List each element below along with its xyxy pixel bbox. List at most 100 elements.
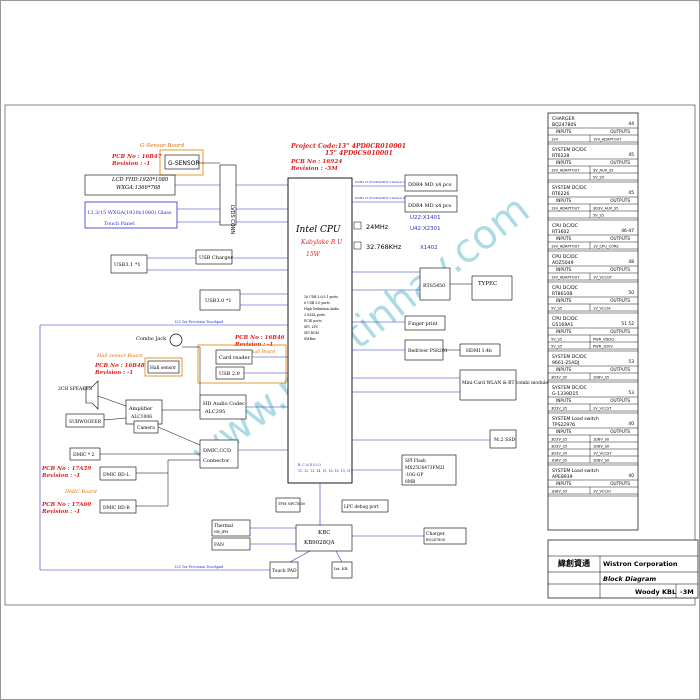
power-output: 1V_VCCST <box>593 452 612 456</box>
spi-flash-chip: MX25U6473FM2I <box>405 466 445 471</box>
power-output: 3D3V_AUX_S5 <box>593 207 619 211</box>
panel-label: 13.3/15 WXGA(1920x1080) Glass <box>87 209 172 216</box>
combo-jack-label: Combo Jack <box>136 336 167 342</box>
inputs-header: INPUTS <box>556 198 572 203</box>
revision: -3M <box>680 588 694 596</box>
power-input: 19V_ADAPTOUT <box>551 245 580 249</box>
power-output: PWR_1D0V <box>593 345 613 349</box>
power-section-title: CHARGER <box>552 116 575 122</box>
svg-text:6 USB 3.0 ports: 6 USB 3.0 ports <box>304 301 330 305</box>
hd-audio-label: HD Audio Codec <box>203 401 245 407</box>
redriver-label: Redriver PS8201 <box>408 348 448 354</box>
camera-label: Camera <box>137 425 155 431</box>
hdmi-label: HDMI 1.4b <box>466 348 492 354</box>
inputs-header: INPUTS <box>556 129 572 134</box>
amplifier-label: Amplifier <box>128 406 153 412</box>
power-section-title: CPU DC/DC <box>552 316 578 322</box>
usb30-box <box>199 289 241 311</box>
inputs-header: INPUTS <box>556 329 572 334</box>
kbc-box <box>295 524 353 552</box>
power-input: 19V_ADAPTOUT <box>551 169 580 173</box>
power-output: PWR_VDDQ <box>593 338 614 342</box>
gsensor-board-outline <box>159 149 204 176</box>
hall-rev: Revision : -1 <box>94 370 133 376</box>
wlan-box <box>459 369 517 401</box>
charger-chip: BQ24780S <box>426 538 446 542</box>
svg-text:PCIE ports: PCIE ports <box>304 319 322 323</box>
power-input: 3D3V_S5 <box>551 376 567 380</box>
power-section-chip: G5169A1 <box>552 322 573 328</box>
power-output: 5V_S5 <box>593 214 604 218</box>
power-output: 1V_CPU_CORE <box>593 245 619 249</box>
lvds-connector <box>219 164 237 226</box>
outputs-header: OUTPUTS <box>610 329 630 334</box>
ddr-b-label: DDR4 MD x4 pcs <box>408 203 452 209</box>
power-output: 5V_S5 <box>593 176 604 180</box>
ddr-bus-b: DDR4 2133/2400MHz Channel B <box>355 196 406 200</box>
power-output: 1V_VCCIA <box>593 307 611 311</box>
svg-text:SMBus: SMBus <box>304 337 316 341</box>
power-output: 1D8V_S0 <box>593 438 610 442</box>
power-section-title: CPU DC/DC <box>552 223 578 229</box>
svg-text:16 USB 3.0/3.1 ports: 16 USB 3.0/3.1 ports <box>304 295 338 299</box>
power-input: 5V_S5 <box>551 345 562 349</box>
dmic-ccd-label: DMIC,CCD <box>203 448 231 454</box>
hall-sensor-box <box>147 360 180 374</box>
svg-text:3 SATA ports: 3 SATA ports <box>304 313 325 317</box>
company-name: Wistron Corporation <box>603 560 678 568</box>
svg-text:High Definition Audio: High Definition Audio <box>304 307 339 311</box>
power-section-page: 53 <box>628 390 634 396</box>
outputs-header: OUTPUTS <box>610 267 630 272</box>
dmic-bd-l-box <box>99 466 137 481</box>
power-section-title: CPU DC/DC <box>552 285 578 291</box>
power-section-chip: APE8939 <box>552 474 573 480</box>
power-section-page: 40 <box>628 473 634 479</box>
power-output: 1V_VCCIO <box>593 490 611 494</box>
power-section-title: SYSTEM DC/DC <box>552 354 587 360</box>
usb30-label: USB3.0 *1 <box>205 298 232 304</box>
inputs-header: INPUTS <box>556 236 572 241</box>
power-output: 1D8V_S0 <box>593 445 610 449</box>
clock-x1402: X1402 <box>420 245 438 251</box>
dmic-bd-r-label: DMIC BD-R <box>103 505 130 511</box>
power-section-chip: RT3602 <box>552 229 569 235</box>
power-section-title: SYSTEM DC/DC <box>552 385 587 391</box>
power-section-chip: RT8610B <box>552 291 573 297</box>
outputs-header: OUTPUTS <box>610 129 630 134</box>
amplifier-chip: ALC1006 <box>130 414 152 420</box>
i2c-bottom-label: I2C for Precision Touchpad <box>175 565 224 569</box>
power-output: 19V_ADAPTOUT <box>593 138 622 142</box>
power-input: 5V_S5 <box>551 338 562 342</box>
project-rev: Revision : -3M <box>290 166 338 172</box>
hd-audio-codec-box <box>199 394 247 420</box>
clock-24mhz: 24MHz <box>366 223 389 231</box>
outputs-header: OUTPUTS <box>610 160 630 165</box>
int-kb-label: Int. KB <box>334 566 348 571</box>
power-section-chip: 9661-25ADJ <box>552 360 579 366</box>
subwoofer-box <box>65 413 105 428</box>
power-input: 1D8V_S5 <box>551 459 567 463</box>
combo-jack-icon <box>169 333 183 347</box>
inputs-header: INPUTS <box>556 267 572 272</box>
outputs-header: OUTPUTS <box>610 236 630 241</box>
ddr-a-box <box>404 174 458 192</box>
power-section-page: 40 <box>628 421 634 427</box>
card-reader-label: Card reader <box>219 355 250 361</box>
power-section-page: 51 52 <box>621 321 634 327</box>
power-section-chip: RT6228 <box>552 153 569 159</box>
touch-pad-label: Touch PAD <box>272 568 297 574</box>
dmic-pcb1: PCB No : 17A59 <box>41 466 91 472</box>
power-input: 3D3V_S5 <box>551 407 567 411</box>
lcd-wxga: WXGA:1366*768 <box>116 185 161 191</box>
power-section-title: SYSTEM DC/DC <box>552 185 587 191</box>
subwoofer-label: SUBWOOFER <box>69 419 102 425</box>
outputs-header: OUTPUTS <box>610 429 630 434</box>
power-output: 1D8V_S5 <box>593 376 609 380</box>
power-table <box>547 112 639 531</box>
kbc-chip: KB9028QA <box>304 540 336 546</box>
hall-board-label: Hall sensor Board <box>96 353 143 359</box>
usb31-box <box>110 254 148 274</box>
gsensor-rev: Revision : -1 <box>111 161 150 167</box>
power-section-title: SYSTEM Load switch <box>552 468 599 474</box>
